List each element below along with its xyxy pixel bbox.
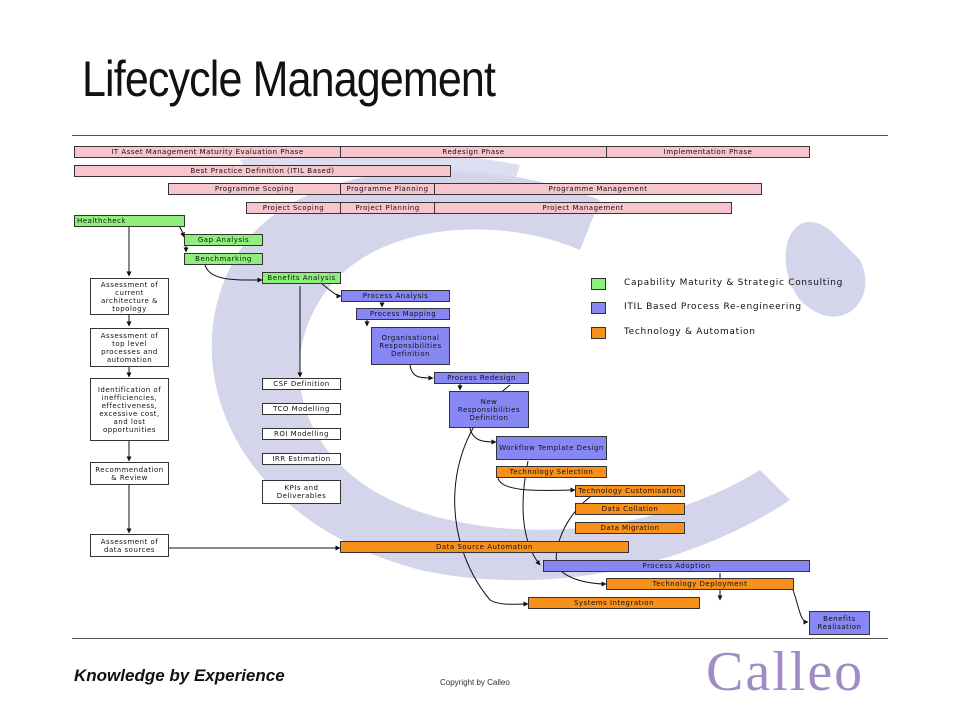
task-benchmarking: Benchmarking (184, 253, 263, 265)
phase-programme-scoping: Programme Scoping (168, 183, 341, 195)
step-csf-definition: CSF Definition (262, 378, 341, 390)
task-systems-integration: Systems Integration (528, 597, 700, 609)
top-divider (72, 135, 888, 136)
task-benefits-realisation: Benefits Realisation (809, 611, 870, 635)
bottom-divider (72, 638, 888, 639)
step-identification-inefficiencies: Identification of inefficiencies, effect… (90, 378, 169, 441)
task-data-collation: Data Collation (575, 503, 685, 515)
copyright: Copyright by Calleo (440, 678, 510, 687)
phase-maturity-evaluation: IT Asset Management Maturity Evaluation … (74, 146, 341, 158)
calleo-logo: Calleo (706, 641, 865, 703)
step-tco-modelling: TCO Modelling (262, 403, 341, 415)
step-data-sources: Assessment of data sources (90, 534, 169, 557)
task-data-migration: Data Migration (575, 522, 685, 534)
legend-swatch-green (591, 278, 606, 290)
task-organisational-responsibilities: Organisational Responsibilities Definiti… (371, 327, 450, 365)
task-technology-deployment: Technology Deployment (606, 578, 794, 590)
task-process-redesign: Process Redesign (434, 372, 529, 384)
task-process-analysis: Process Analysis (341, 290, 450, 302)
phase-redesign: Redesign Phase (340, 146, 607, 158)
phase-programme-planning: Programme Planning (340, 183, 435, 195)
phase-project-scoping: Project Scoping (246, 202, 341, 214)
task-technology-customisation: Technology Customisation (575, 485, 685, 497)
phase-best-practice-definition: Best Practice Definition (ITIL Based) (74, 165, 451, 177)
phase-project-planning: Project Planning (340, 202, 435, 214)
step-kpis-deliverables: KPIs and Deliverables (262, 480, 341, 504)
page-title: Lifecycle Management (82, 51, 496, 107)
legend-label-itil: ITIL Based Process Re-engineering (624, 302, 802, 312)
tagline: Knowledge by Experience (74, 666, 285, 685)
task-benefits-analysis: Benefits Analysis (262, 272, 341, 284)
task-process-mapping: Process Mapping (356, 308, 450, 320)
step-irr-estimation: IRR Estimation (262, 453, 341, 465)
legend-label-technology: Technology & Automation (624, 327, 756, 337)
phase-programme-management: Programme Management (434, 183, 762, 195)
task-process-adoption: Process Adoption (543, 560, 810, 572)
task-new-responsibilities: New Responsibilities Definition (449, 391, 529, 428)
step-roi-modelling: ROI Modelling (262, 428, 341, 440)
phase-implementation: Implementation Phase (606, 146, 810, 158)
legend-swatch-blue (591, 302, 606, 314)
phase-project-management: Project Management (434, 202, 732, 214)
task-data-source-automation: Data Source Automation (340, 541, 629, 553)
legend-swatch-orange (591, 327, 606, 339)
legend-label-consulting: Capability Maturity & Strategic Consulti… (624, 278, 844, 288)
task-workflow-template-design: Workflow Template Design (496, 436, 607, 460)
step-current-architecture: Assessment of current architecture & top… (90, 278, 169, 315)
task-healthcheck: Healthcheck (74, 215, 185, 227)
step-recommendation-review: Recommendation & Review (90, 462, 169, 485)
task-technology-selection: Technology Selection (496, 466, 607, 478)
task-gap-analysis: Gap Analysis (184, 234, 263, 246)
step-top-level-processes: Assessment of top level processes and au… (90, 328, 169, 367)
